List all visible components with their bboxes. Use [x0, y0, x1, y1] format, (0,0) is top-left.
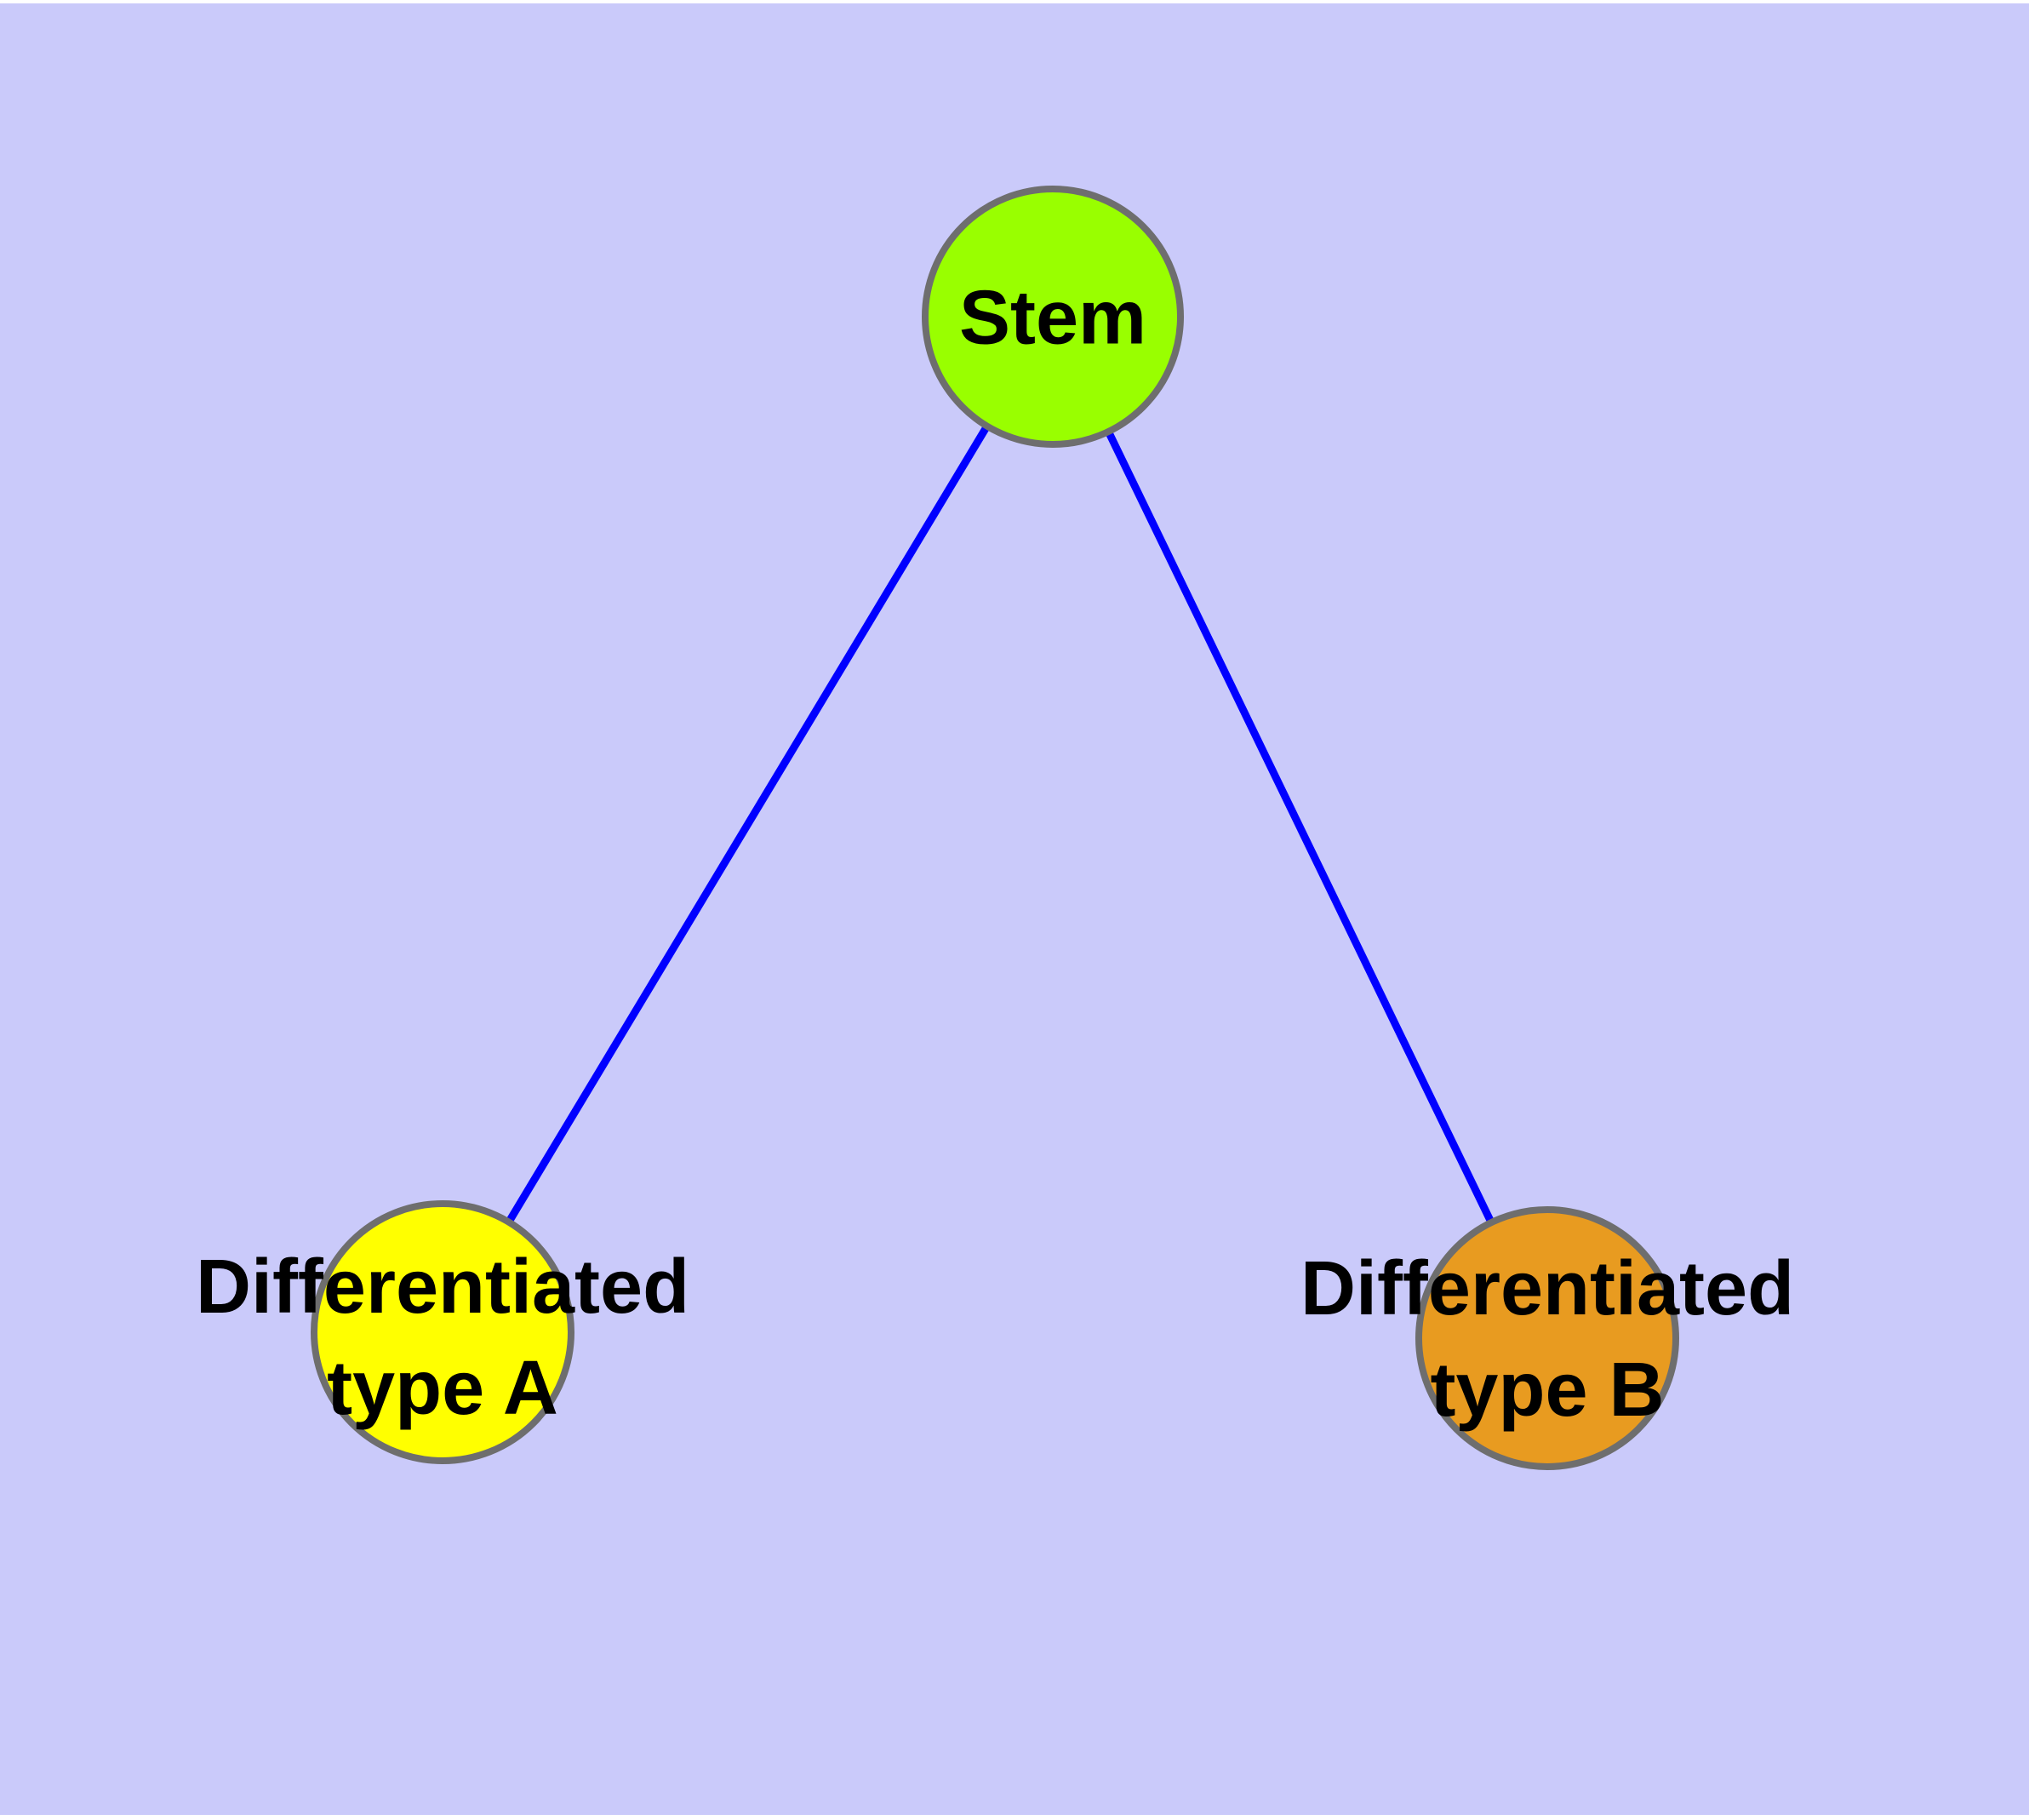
edge-stem-to-type-b	[1049, 315, 1552, 1340]
node-differentiated-type-b	[1415, 1206, 1679, 1470]
node-stem	[922, 186, 1184, 448]
edge-stem-to-type-a	[439, 314, 1056, 1335]
node-differentiated-type-a	[311, 1200, 574, 1464]
